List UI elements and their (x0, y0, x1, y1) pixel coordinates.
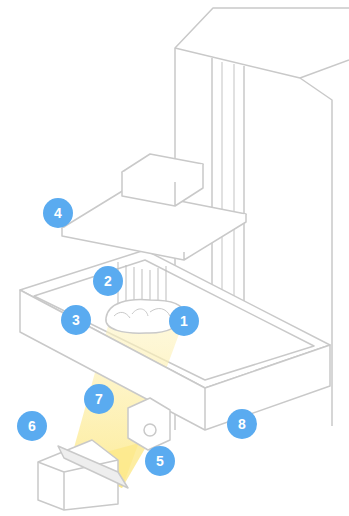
callout-number: 7 (84, 384, 114, 414)
laser-unit (128, 398, 170, 450)
resin-tank-wall (20, 290, 330, 430)
laser-aperture (144, 424, 156, 436)
callout-number: 1 (169, 306, 199, 336)
callout-number: 5 (145, 446, 175, 476)
callout-number: 4 (43, 198, 73, 228)
resin-tank-corner (204, 388, 206, 430)
build-platform-edge (62, 214, 246, 260)
galvo-mirror (58, 446, 128, 488)
z-rail (212, 58, 244, 305)
callout-number: 6 (17, 411, 47, 441)
z-rail-groove (222, 62, 234, 302)
part-detail (114, 309, 170, 318)
platform-arm (122, 164, 203, 206)
callout-number: 2 (93, 266, 123, 296)
housing-edge (300, 60, 349, 78)
callout-number: 8 (227, 409, 257, 439)
callout-number: 3 (61, 305, 91, 335)
